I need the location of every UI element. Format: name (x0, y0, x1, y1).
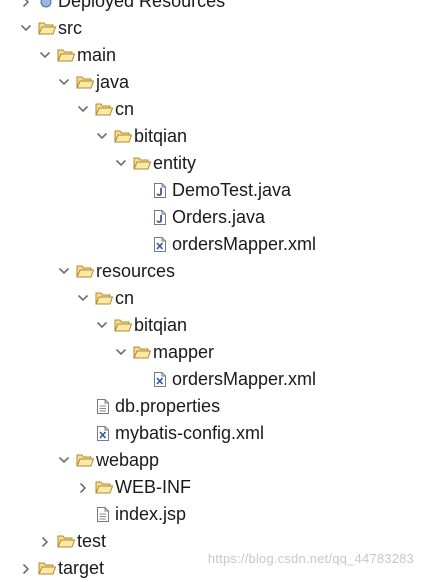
tree-item-label: cn (115, 99, 135, 119)
folder-icon (114, 123, 132, 150)
chevron-right-icon[interactable] (20, 0, 34, 15)
xml-file-icon (152, 366, 170, 393)
tree-item-label: db.properties (115, 396, 221, 416)
tree-item-label: src (58, 18, 82, 38)
tree-item-label: mapper (153, 342, 215, 362)
tree-item-label: bitqian (134, 315, 188, 335)
chevron-down-icon[interactable] (115, 150, 129, 177)
tree-item-label: test (77, 531, 107, 551)
folder-icon (38, 15, 56, 42)
folder-icon (57, 42, 75, 69)
tree-item-orders-java[interactable]: Orders.java (0, 204, 424, 231)
tree-item-java[interactable]: java (0, 69, 424, 96)
tree-item-label: webapp (96, 450, 160, 470)
deployed-resources-icon (38, 0, 56, 15)
tree-item-label: target (58, 558, 105, 578)
folder-icon (76, 447, 94, 474)
tree-item-label: index.jsp (115, 504, 187, 524)
tree-item-label: mybatis-config.xml (115, 423, 265, 443)
chevron-right-icon[interactable] (20, 555, 34, 582)
tree-item-label: WEB-INF (115, 477, 191, 497)
chevron-right-icon[interactable] (39, 528, 53, 555)
tree-item-label: Orders.java (172, 207, 266, 227)
chevron-down-icon[interactable] (58, 447, 72, 474)
tree-item-bitqian[interactable]: bitqian (0, 312, 424, 339)
tree-item-test[interactable]: test (0, 528, 424, 555)
folder-icon (133, 339, 151, 366)
chevron-down-icon[interactable] (77, 285, 91, 312)
folder-icon (95, 96, 113, 123)
chevron-down-icon[interactable] (96, 312, 110, 339)
chevron-down-icon[interactable] (115, 339, 129, 366)
tree-item-label: cn (115, 288, 135, 308)
folder-icon (76, 258, 94, 285)
tree-item-web-inf[interactable]: WEB-INF (0, 474, 424, 501)
tree-item-webapp[interactable]: webapp (0, 447, 424, 474)
java-file-icon (152, 204, 170, 231)
tree-item-mybatis-config-xml[interactable]: mybatis-config.xml (0, 420, 424, 447)
tree-item-ordersmapper-xml[interactable]: ordersMapper.xml (0, 366, 424, 393)
folder-icon (57, 528, 75, 555)
chevron-right-icon[interactable] (77, 474, 91, 501)
tree-item-index-jsp[interactable]: index.jsp (0, 501, 424, 528)
java-file-icon (152, 177, 170, 204)
chevron-down-icon[interactable] (58, 258, 72, 285)
tree-item-bitqian[interactable]: bitqian (0, 123, 424, 150)
folder-icon (38, 555, 56, 582)
chevron-down-icon[interactable] (20, 15, 34, 42)
folder-icon (76, 69, 94, 96)
tree-item-label: resources (96, 261, 176, 281)
watermark: https://blog.csdn.net/qq_44783283 (207, 551, 414, 566)
tree-item-label: ordersMapper.xml (172, 369, 317, 389)
tree-item-label: entity (153, 153, 197, 173)
xml-file-icon (152, 231, 170, 258)
text-file-icon (95, 393, 113, 420)
tree-item-deployed-resources[interactable]: Deployed Resources (0, 0, 424, 15)
tree-item-label: bitqian (134, 126, 188, 146)
tree-item-ordersmapper-xml[interactable]: ordersMapper.xml (0, 231, 424, 258)
xml-file-icon (95, 420, 113, 447)
tree-item-demotest-java[interactable]: DemoTest.java (0, 177, 424, 204)
tree-item-resources[interactable]: resources (0, 258, 424, 285)
tree-item-db-properties[interactable]: db.properties (0, 393, 424, 420)
tree-item-label: Deployed Resources (58, 0, 226, 11)
tree-item-main[interactable]: main (0, 42, 424, 69)
text-file-icon (95, 501, 113, 528)
tree-item-src[interactable]: src (0, 15, 424, 42)
folder-icon (95, 474, 113, 501)
tree-item-cn[interactable]: cn (0, 285, 424, 312)
tree-item-cn[interactable]: cn (0, 96, 424, 123)
tree-item-label: java (96, 72, 130, 92)
chevron-down-icon[interactable] (96, 123, 110, 150)
chevron-down-icon[interactable] (39, 42, 53, 69)
tree-item-mapper[interactable]: mapper (0, 339, 424, 366)
tree-item-label: main (77, 45, 117, 65)
chevron-down-icon[interactable] (58, 69, 72, 96)
tree-item-target[interactable]: target (0, 555, 424, 582)
tree-item-label: DemoTest.java (172, 180, 292, 200)
folder-icon (133, 150, 151, 177)
chevron-down-icon[interactable] (77, 96, 91, 123)
tree-item-label: ordersMapper.xml (172, 234, 317, 254)
tree-item-entity[interactable]: entity (0, 150, 424, 177)
folder-icon (95, 285, 113, 312)
folder-icon (114, 312, 132, 339)
